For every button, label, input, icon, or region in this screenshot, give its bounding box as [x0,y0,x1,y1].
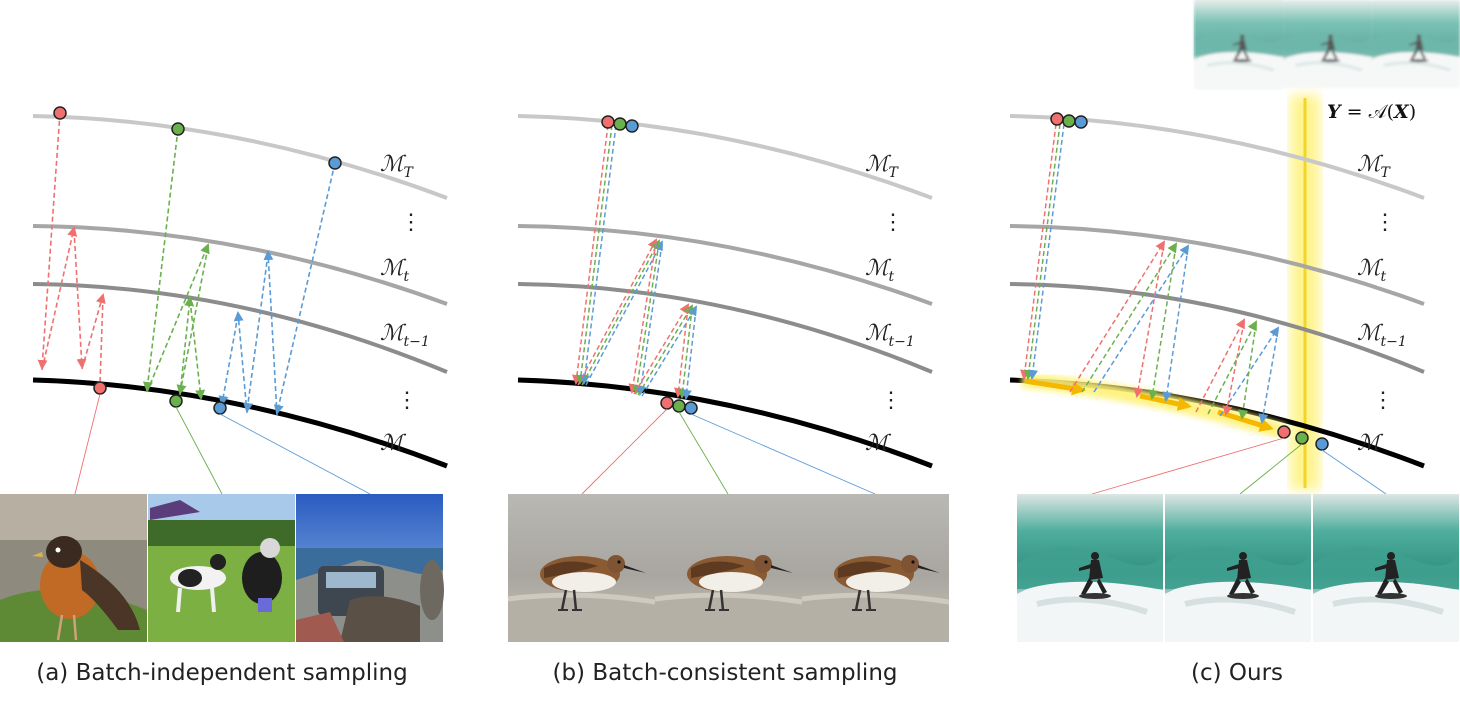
red-start-point [601,115,615,129]
svg-text:⋮: ⋮ [400,210,422,235]
svg-text:⋮: ⋮ [396,388,418,413]
panel-b: ℳT ⋮ ℳt ℳt−1 ⋮ ℳ (b) Batch-consistent sa… [508,114,949,686]
guided-path [1021,372,1287,440]
manifold-T-curve [517,114,933,200]
svg-text:ℳt: ℳt [1357,256,1387,285]
sample-points-c [1050,112,1329,451]
image-surfer-frame [1017,494,1163,642]
sample-images-b [508,494,949,642]
red-start-point [1050,112,1064,126]
panel-a: ℳT ⋮ ℳt ℳt−1 ⋮ ℳ [0,106,448,686]
svg-text:ℳT: ℳT [865,152,900,181]
svg-text:⋮: ⋮ [880,388,902,413]
red-end-point [1277,425,1291,439]
red-end-point [660,396,674,410]
manifold-labels-a: ℳT ⋮ ℳt ℳt−1 ⋮ ℳ [380,152,430,456]
svg-text:ℳ: ℳ [865,431,892,456]
manifold-labels-b: ℳT ⋮ ℳt ℳt−1 ⋮ ℳ [865,152,915,456]
manifold-t-curve [32,224,448,306]
manifold-t-minus-1-curve [517,282,933,374]
image-surfer-frame [1165,494,1311,642]
image-sandpiper [802,494,949,642]
panel-c: Y = 𝒜(X) [1009,0,1460,686]
sampling-trajectories-c [1020,123,1280,424]
svg-text:ℳT: ℳT [1357,152,1392,181]
manifold-t-curve [517,224,933,306]
manifold-t-minus-1-curve [32,282,448,374]
svg-text:ℳt: ℳt [865,256,895,285]
manifold-curves-a [32,114,448,469]
manifold-labels-c: ℳT ⋮ ℳt ℳt−1 ⋮ ℳ [1357,152,1407,456]
caption-a: (a) Batch-independent sampling [36,660,408,686]
image-sandpiper [508,494,655,642]
formula: Y = 𝒜(X) [1327,101,1416,123]
caption-b: (b) Batch-consistent sampling [552,660,897,686]
sampling-trajectories-b [572,124,698,400]
image-dogs-on-grass [148,494,295,642]
image-bird-on-ground [0,494,147,642]
sampling-trajectories-a [37,112,336,416]
svg-text:ℳt: ℳt [380,256,410,285]
blue-end-point [1315,437,1329,451]
blue-end-point [684,401,698,415]
green-start-point [613,117,627,131]
sample-points-b [601,115,698,415]
data-manifold-curve [32,377,448,469]
svg-text:ℳT: ℳT [380,152,415,181]
blue-start-point [328,156,342,170]
blue-end-point [213,401,227,415]
svg-text:⋮: ⋮ [1374,210,1396,235]
svg-text:⋮: ⋮ [1372,388,1394,413]
manifold-t-curve [1009,224,1425,306]
image-sandpiper [655,494,802,642]
connector-lines-b [581,408,876,495]
image-car-by-sea [296,494,444,642]
red-end-point [93,381,107,395]
connector-lines-a [74,393,371,495]
green-end-point [672,399,686,413]
svg-text:ℳt−1: ℳt−1 [380,321,430,350]
sample-images-c [1017,494,1459,642]
green-start-point [171,122,185,136]
caption-c: (c) Ours [1191,660,1283,686]
svg-text:ℳ: ℳ [380,431,407,456]
sample-points-a [53,106,342,415]
red-start-point [53,106,67,120]
connector-lines-c [1091,437,1387,495]
svg-text:ℳ: ℳ [1357,431,1384,456]
svg-text:ℳt−1: ℳt−1 [865,321,915,350]
green-end-point [169,394,183,408]
blue-start-point [625,119,639,133]
green-end-point [1295,431,1309,445]
image-surfer-frame [1313,494,1459,642]
blue-start-point [1074,115,1088,129]
manifold-T-curve [32,114,448,200]
svg-text:ℳt−1: ℳt−1 [1357,321,1407,350]
measurement-images [1193,0,1460,91]
svg-text:⋮: ⋮ [882,210,904,235]
green-start-point [1062,114,1076,128]
sample-images-a [0,494,444,642]
manifold-t-minus-1-curve [1009,282,1425,374]
